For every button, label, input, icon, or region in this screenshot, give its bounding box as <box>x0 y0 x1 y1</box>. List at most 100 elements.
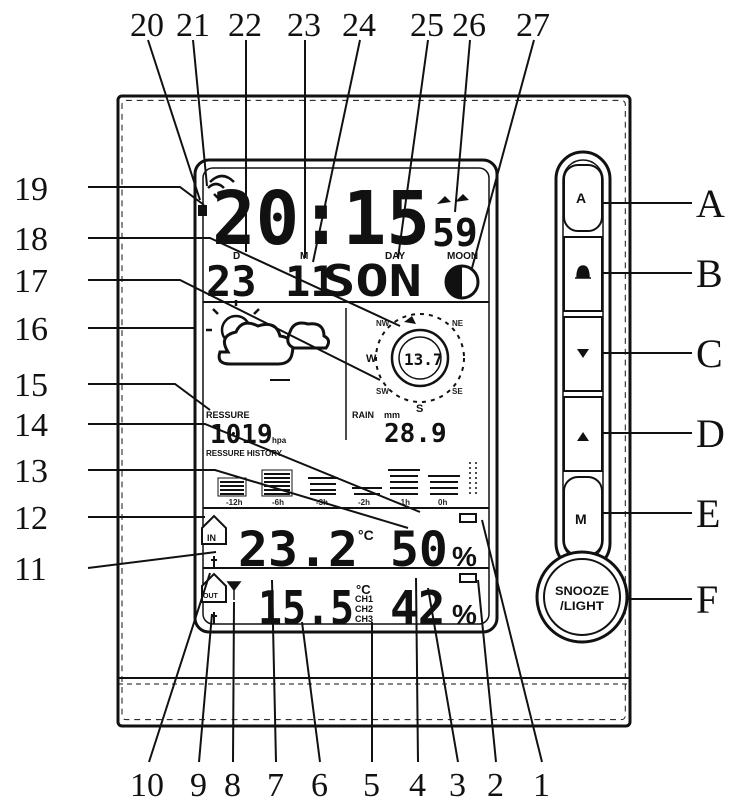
callout-label: 15 <box>14 367 48 404</box>
down-arrow-icon <box>577 349 589 358</box>
moon-label: MOON <box>447 251 478 262</box>
moon-icon <box>444 264 480 300</box>
callout-label: 19 <box>14 171 48 208</box>
weather-forecast-icon <box>206 300 331 381</box>
callout-label: 18 <box>14 221 48 258</box>
leader-lines <box>87 39 692 763</box>
callouts-bottom: 10 9 8 7 6 5 4 3 2 1 <box>130 767 550 804</box>
callout-label: 7 <box>267 767 284 804</box>
callout-label: 8 <box>224 767 241 804</box>
callout-label: 2 <box>487 767 504 804</box>
button-e-label: M <box>575 511 587 527</box>
device-body <box>116 94 632 728</box>
callout-label: 20 <box>130 7 164 44</box>
callout-label: B <box>696 251 723 296</box>
history-tick: -1h <box>398 498 410 507</box>
pressure-value-display: 1019 <box>210 420 273 450</box>
pressure-history-label: RESSURE HISTORY <box>206 449 283 458</box>
time-area: 20:15 59 D M DAY MOON 23 11 SON <box>198 174 480 307</box>
pm-indicator <box>198 205 207 216</box>
callout-label: 4 <box>409 767 426 804</box>
channel-label: CH2 <box>355 604 373 614</box>
weekday-display: SON <box>322 256 422 307</box>
callout-label: D <box>696 411 725 456</box>
alarm-icon <box>437 194 469 204</box>
pressure-rain-area: RESSURE 1019 hpa RESSURE HISTORY RAIN mm… <box>206 410 447 458</box>
channel-label: CH3 <box>355 614 373 624</box>
history-tick: 0h <box>438 498 447 507</box>
d-label: D <box>233 251 240 262</box>
up-arrow-icon <box>577 432 589 441</box>
history-tick: -2h <box>358 498 370 507</box>
button-a[interactable]: A <box>563 164 603 232</box>
callout-label: 25 <box>410 7 444 44</box>
date-day-display: 23 <box>206 257 257 306</box>
bell-icon <box>575 265 591 279</box>
date-month-display: 11 <box>285 257 336 306</box>
compass-se: SE <box>452 387 463 396</box>
outdoor-label: OUT <box>203 593 219 600</box>
pressure-label: RESSURE <box>206 410 250 420</box>
callout-label: E <box>696 491 720 536</box>
indoor-label: IN <box>207 533 216 543</box>
signal-icon <box>207 174 235 199</box>
callout-label: F <box>696 577 718 622</box>
snooze-label-line1: SNOOZE <box>555 584 609 598</box>
callouts-right: A B C D E F <box>696 181 725 622</box>
day-label: DAY <box>385 251 406 262</box>
compass-s: S <box>416 403 423 415</box>
outdoor-battery-icon <box>459 573 477 583</box>
callout-label: 27 <box>516 7 550 44</box>
button-d[interactable] <box>563 396 603 472</box>
wind-speed-display: 13.7 <box>404 350 443 369</box>
outdoor-humidity-unit: % <box>452 599 477 630</box>
callout-label: 6 <box>311 767 328 804</box>
indoor-house-icon: IN <box>201 514 227 545</box>
indoor-temp-unit: °C <box>358 527 374 543</box>
callout-label: 21 <box>176 7 210 44</box>
callout-label: 23 <box>287 7 321 44</box>
history-tick: -12h <box>226 498 243 507</box>
callout-label: 14 <box>14 407 48 444</box>
callout-label: A <box>696 181 725 226</box>
channel-label: CH1 <box>355 594 373 604</box>
rain-unit: mm <box>384 410 400 420</box>
button-e[interactable]: M <box>563 476 603 556</box>
compass-sw: SW <box>376 387 389 396</box>
callout-label: 10 <box>130 767 164 804</box>
callout-label: 16 <box>14 311 48 348</box>
indoor-battery-icon <box>459 513 477 523</box>
wind-direction-pointer <box>404 316 416 324</box>
callout-label: 12 <box>14 500 48 537</box>
outdoor-row: OUT 15.5 °C CH1 CH2 CH3 42 % <box>201 572 477 635</box>
callout-label: C <box>696 331 723 376</box>
button-a-label: A <box>576 190 586 206</box>
pressure-history-chart: -12h -6h -3h -2h -1h 0h <box>217 462 477 507</box>
indoor-humidity-display: 50 <box>390 522 448 578</box>
history-tick: -6h <box>272 498 284 507</box>
indoor-humidity-unit: % <box>452 541 477 572</box>
callout-label: 13 <box>14 453 48 490</box>
time-display: 20:15 <box>212 176 430 262</box>
outdoor-signal-icon <box>226 581 242 600</box>
rain-value-display: 28.9 <box>384 419 447 449</box>
callout-label: 1 <box>533 767 550 804</box>
callout-label: 9 <box>190 767 207 804</box>
channel-labels: CH1 CH2 CH3 <box>355 594 373 624</box>
button-b[interactable] <box>563 236 603 312</box>
pressure-unit: hpa <box>272 436 287 445</box>
callout-label: 26 <box>452 7 486 44</box>
compass-w: W <box>366 353 377 365</box>
button-column: A M SNOOZE /LIGHT <box>535 150 629 644</box>
lcd-screen <box>193 158 499 634</box>
button-c[interactable] <box>563 316 603 392</box>
indoor-temp-display: 23.2 <box>238 522 358 578</box>
callouts-left: 19 18 17 16 15 14 13 12 11 <box>14 171 48 588</box>
indoor-row: IN 23.2 °C 50 % <box>201 513 477 578</box>
compass-ne: NE <box>452 319 464 328</box>
callout-label: 11 <box>14 551 47 588</box>
wind-compass: NW NE W SW SE S 13.7 <box>366 313 465 415</box>
snooze-label-line2: /LIGHT <box>560 599 605 613</box>
snooze-light-button[interactable]: SNOOZE /LIGHT <box>535 550 629 644</box>
